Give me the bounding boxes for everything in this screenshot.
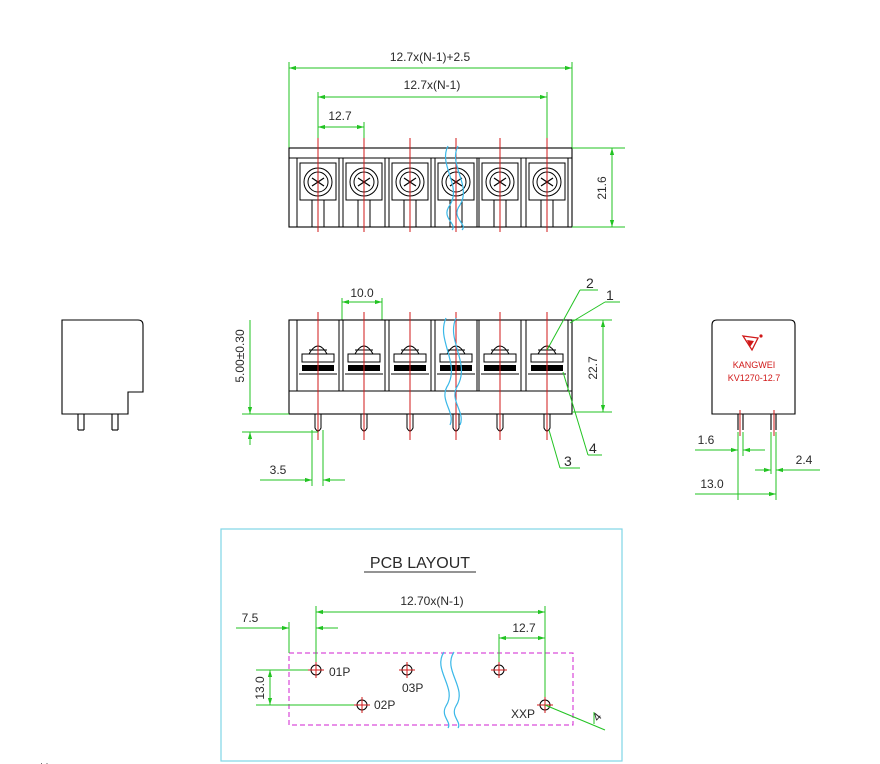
side-dim-pin-width: 1.6 bbox=[698, 433, 715, 447]
right-side-view: KANGWEI KV1270-12.7 1.6 2.4 13.0 bbox=[695, 319, 820, 500]
front-terminal-cell bbox=[434, 312, 478, 440]
pcb-hole bbox=[399, 662, 415, 678]
front-terminal-cell bbox=[388, 312, 432, 440]
front-dim-pin-length: 5.00±0.30 bbox=[233, 329, 247, 383]
pcb-frame bbox=[220, 528, 623, 762]
top-dim-span: 12.7x(N-1) bbox=[404, 78, 461, 92]
front-dim-height: 22.7 bbox=[586, 356, 600, 380]
front-dim-pin-offset: 3.5 bbox=[270, 463, 287, 477]
top-dim-pitch: 12.7 bbox=[328, 109, 352, 123]
top-view: 12.7x(N-1)+2.5 12.7x(N-1) 12.7 21.6 bbox=[288, 50, 625, 232]
brand-name: KANGWEI bbox=[733, 360, 776, 370]
front-terminal-cell bbox=[296, 312, 340, 440]
callout-2: 2 bbox=[586, 275, 594, 291]
top-dim-height: 21.6 bbox=[595, 176, 609, 200]
front-dim-pitch: 10.0 bbox=[350, 286, 374, 300]
pcb-title: PCB LAYOUT bbox=[370, 555, 470, 572]
top-terminal-cell bbox=[342, 138, 386, 232]
hole-label-03p: 03P bbox=[402, 681, 423, 695]
side-dim-base: 13.0 bbox=[700, 477, 724, 491]
hole-label-xxp: XXP bbox=[511, 707, 535, 721]
top-terminal-cell bbox=[525, 138, 569, 232]
side-dim-pin-gap: 2.4 bbox=[796, 453, 813, 467]
pcb-dim-pitch: 12.7 bbox=[512, 621, 536, 635]
front-terminal-cell bbox=[525, 312, 569, 440]
pcb-hole bbox=[308, 662, 324, 678]
pcb-callout-4: 4 bbox=[590, 710, 605, 724]
pcb-outline bbox=[288, 652, 574, 726]
hole-label-02p: 02P bbox=[374, 698, 395, 712]
pcb-dim-edge: 7.5 bbox=[242, 611, 259, 625]
callout-1: 1 bbox=[606, 287, 614, 303]
front-terminal-cell bbox=[478, 312, 522, 440]
left-side-view bbox=[61, 319, 144, 431]
callout-4: 4 bbox=[589, 440, 597, 456]
pcb-hole bbox=[354, 697, 370, 713]
pcb-hole bbox=[491, 662, 507, 678]
top-dim-overall: 12.7x(N-1)+2.5 bbox=[390, 50, 471, 64]
front-view: 10.0 5.00±0.30 22.7 3.5 1 2 3 bbox=[233, 275, 620, 486]
pcb-dim-span: 12.70x(N-1) bbox=[400, 594, 463, 608]
front-terminal-cell bbox=[342, 312, 386, 440]
hole-label-01p: 01P bbox=[329, 665, 350, 679]
model-number: KV1270-12.7 bbox=[728, 373, 781, 383]
kangwei-logo-icon bbox=[741, 334, 763, 352]
corner-marks: · · bbox=[40, 758, 49, 764]
top-terminal-cell bbox=[296, 138, 340, 232]
top-terminal-cell bbox=[388, 138, 432, 232]
top-terminal-cell bbox=[478, 138, 522, 232]
callout-3: 3 bbox=[564, 453, 572, 469]
pcb-layout: PCB LAYOUT 12.70x(N-1) 7.5 12.7 13.0 01P… bbox=[220, 528, 623, 762]
pcb-dim-row: 13.0 bbox=[253, 676, 267, 700]
